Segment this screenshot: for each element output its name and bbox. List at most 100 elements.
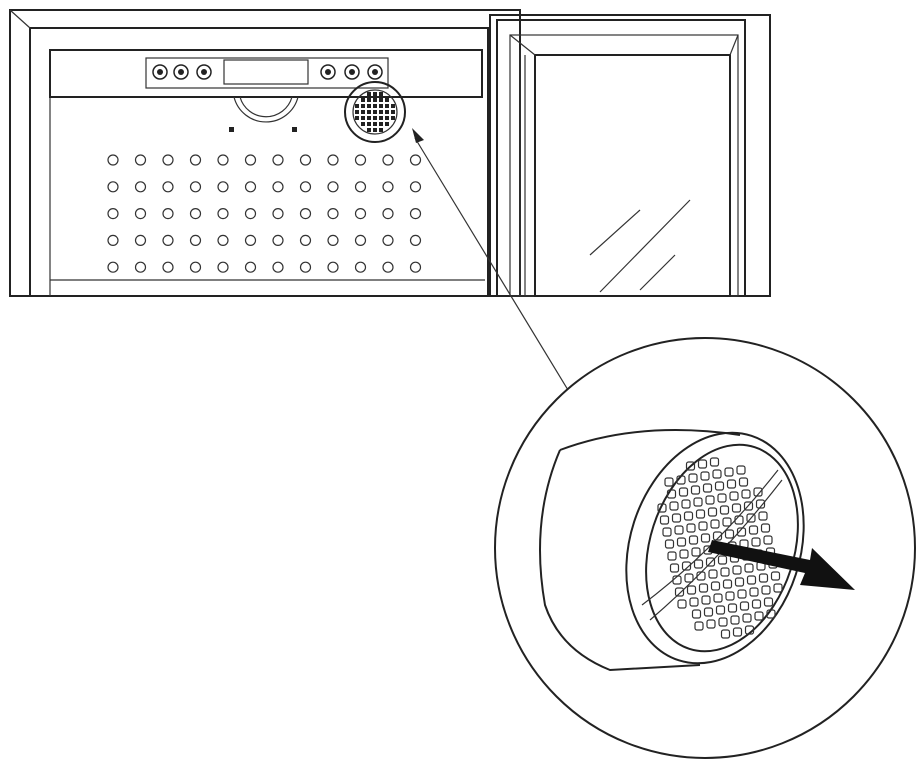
vent-hole: [189, 208, 202, 220]
filter-hole: [751, 599, 762, 609]
vent-hole: [409, 261, 422, 273]
filter-hole: [373, 116, 377, 120]
vent-hole: [217, 261, 229, 273]
filter-hole: [695, 509, 706, 519]
filter-hole: [385, 116, 389, 120]
filter-hole: [681, 561, 692, 571]
filter-hole: [671, 513, 682, 523]
vent-hole: [327, 234, 339, 246]
knob-center: [178, 69, 184, 75]
filter-hole: [691, 547, 701, 557]
filter-hole: [709, 457, 720, 467]
filter-hole: [385, 110, 389, 114]
vent-hole: [189, 261, 202, 273]
knob-center: [372, 69, 378, 75]
vent-hole: [299, 208, 312, 220]
vent-hole: [107, 208, 119, 220]
filter-hole: [760, 523, 771, 533]
filter-hole: [708, 569, 718, 579]
vent-hole: [327, 181, 339, 193]
filter-hole: [720, 567, 730, 577]
filter-hole: [770, 571, 781, 581]
filter-hole: [724, 529, 735, 539]
filter-hole: [662, 527, 672, 537]
filter-hole: [689, 597, 699, 607]
vent-hole: [244, 234, 257, 246]
filter-hole: [744, 625, 755, 635]
filter-hole: [734, 515, 744, 525]
filter-hole: [720, 629, 731, 639]
vent-hole: [244, 181, 257, 193]
filter-hole: [766, 609, 776, 619]
filter-hole: [391, 110, 395, 114]
filter-hole: [391, 116, 395, 120]
filter-hole: [700, 533, 711, 543]
filter-hole: [743, 501, 754, 511]
filter-hole: [355, 110, 359, 114]
filter-hole: [694, 621, 704, 631]
vent-hole: [107, 154, 119, 166]
filter-hole: [373, 122, 377, 126]
filter-hole: [732, 627, 743, 637]
filter-hole: [666, 489, 677, 499]
vent-hole: [409, 181, 422, 193]
vent-hole: [354, 234, 367, 246]
filter-hole: [741, 489, 751, 499]
filter-hole: [712, 531, 723, 541]
display: [223, 59, 309, 85]
vent-hole: [107, 261, 119, 273]
vent-hole: [217, 234, 229, 246]
filter-hole: [664, 539, 675, 549]
filter-hole: [702, 483, 713, 493]
filter-hole: [710, 581, 721, 591]
vent-hole: [107, 234, 119, 246]
filter-hole: [763, 597, 774, 607]
filter-hole: [737, 589, 747, 599]
vent-hole: [299, 261, 312, 273]
filter-hole: [379, 122, 383, 126]
filter-hole: [698, 583, 709, 593]
filter-hole: [698, 521, 708, 531]
filter-hole: [707, 507, 718, 517]
filter-hole: [379, 116, 383, 120]
vent-hole: [272, 234, 284, 246]
filter-hole: [683, 511, 694, 521]
filter-hole: [391, 104, 395, 108]
vent-hole: [134, 181, 147, 193]
filter-hole: [679, 549, 689, 559]
filter-hole: [676, 537, 687, 547]
vent-hole: [134, 154, 147, 166]
filter-hole: [379, 92, 383, 96]
filter-hole: [746, 575, 757, 585]
vent-hole: [107, 181, 119, 193]
filter-hole: [678, 487, 689, 497]
filter-hole: [722, 517, 732, 527]
vent-hole: [189, 181, 202, 193]
filter-hole: [705, 495, 715, 505]
filter-hole: [691, 609, 702, 619]
vent-hole: [244, 154, 257, 166]
filter-hole: [379, 104, 383, 108]
filter-hole: [744, 563, 754, 573]
filter-hole: [761, 585, 771, 595]
filter-hole: [367, 92, 371, 96]
filter-hole: [361, 110, 365, 114]
filter-hole: [725, 591, 735, 601]
vent-hole: [134, 208, 147, 220]
filter-hole: [373, 128, 377, 132]
filter-hole: [749, 587, 759, 597]
filter-detail: [539, 429, 805, 672]
filter-hole: [730, 615, 740, 625]
filter-hole: [755, 499, 766, 509]
filter-hole: [719, 505, 730, 515]
vent-hole: [189, 234, 202, 246]
filter-hole: [373, 92, 377, 96]
filter-hole: [717, 555, 728, 565]
vent-hole: [354, 261, 367, 273]
vent-hole: [299, 234, 312, 246]
vent-hole: [354, 181, 367, 193]
filter-hole: [706, 619, 716, 629]
knob-center: [349, 69, 355, 75]
filter-hole: [736, 527, 747, 537]
vent-hole: [134, 234, 147, 246]
